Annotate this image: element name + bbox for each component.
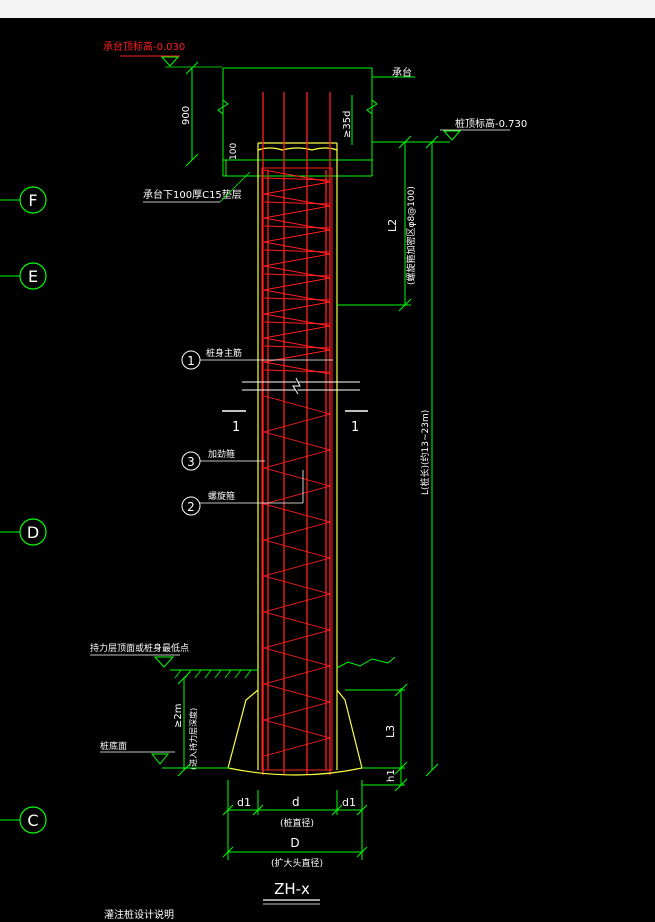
d1-right: d1	[342, 796, 356, 809]
hoop-line	[263, 177, 331, 181]
callout-3: 3	[187, 455, 195, 469]
spiral-segment	[263, 169, 331, 375]
cap-top-elevation: 承台顶标高-0.030	[103, 40, 222, 68]
hoop-line	[263, 225, 331, 229]
grid-axis-f: F	[0, 186, 47, 214]
pile-cap	[217, 67, 415, 177]
hoop-line	[263, 321, 331, 325]
l3-label: L3	[384, 725, 397, 738]
cap-top-elev-text: 承台顶标高-0.030	[103, 40, 185, 53]
pile-shaft	[257, 142, 338, 770]
cap-depth-dimension	[185, 61, 227, 176]
pile-length-dimension	[425, 135, 439, 777]
pile-bottom: 桩底面	[100, 740, 230, 769]
embed-note: (进入持力层深度)	[188, 708, 198, 770]
pile-dia-note: (桩直径)	[280, 817, 314, 829]
l2-label: L2	[386, 219, 399, 232]
hoop-line	[263, 297, 331, 301]
dim-100: 100	[229, 143, 239, 160]
cap-label: 承台	[392, 66, 412, 79]
pile-top-elevation: 桩顶标高-0.730	[372, 117, 527, 143]
pile-bell	[227, 689, 363, 776]
cap-bedding-leader: 承台下100厚C15垫层	[143, 171, 251, 203]
pile-bottom-text: 桩底面	[100, 740, 127, 752]
l3-h1-dimension	[345, 683, 408, 792]
callout-spiral: 2 螺旋箍	[181, 470, 304, 516]
pile-top-elev-text: 桩顶标高-0.730	[455, 117, 527, 130]
width-dimensions	[222, 780, 368, 860]
footer-note: 灌注桩设计说明	[104, 908, 174, 921]
cap-bedding-text: 承台下100厚C15垫层	[143, 188, 242, 201]
callout-1: 1	[187, 354, 195, 368]
main-rebars	[262, 92, 331, 775]
callout-stiffener: 3 加劲箍	[181, 448, 265, 471]
break-line	[242, 377, 360, 395]
grid-axis-e: E	[0, 262, 47, 290]
d-label: d	[292, 795, 300, 809]
section-mark-left: 1	[232, 420, 240, 435]
axis-label-f: F	[28, 191, 37, 210]
grid-axis-d: D	[0, 518, 47, 546]
hoop-line	[263, 273, 331, 277]
hoop-line	[263, 249, 331, 253]
callout-main-bar: 1 桩身主筋	[181, 347, 333, 370]
callout-2: 2	[187, 500, 195, 514]
hoop-line	[263, 201, 331, 205]
h1-label: h1	[386, 769, 397, 782]
pile-detail-drawing: F E D C 承台顶标高-0.030 承台 9	[0, 40, 527, 921]
axis-label-e: E	[28, 267, 38, 286]
bearing-layer-text: 持力层顶面或桩身最低点	[90, 642, 189, 654]
title-text: ZH-x	[274, 880, 310, 898]
section-cut-left: 1	[222, 410, 246, 435]
spiral-segment	[262, 395, 332, 757]
stiffener-hoops	[261, 167, 333, 771]
pile-length-label: L(桩长)(约13~23m)	[419, 410, 431, 495]
spiral-hoop	[262, 169, 332, 757]
main-bar-label: 桩身主筋	[206, 347, 242, 359]
d1-left: d1	[237, 796, 251, 809]
l2-note: (螺旋箍加密区φ8@100)	[405, 186, 417, 285]
bell-dia-note: (扩大头直径)	[271, 857, 323, 869]
axis-label-d: D	[27, 523, 39, 542]
l2-dimension	[337, 135, 412, 312]
hoop-line	[263, 345, 331, 349]
grid-axis-c: C	[0, 806, 47, 834]
embed-depth: ≥2m	[173, 704, 184, 728]
D-label: D	[290, 836, 299, 850]
section-mark-right: 1	[351, 420, 359, 435]
bearing-layer: 持力层顶面或桩身最低点	[90, 642, 396, 679]
dim-900: 900	[181, 106, 192, 125]
window-top-strip	[0, 0, 655, 18]
embed-dimension	[177, 671, 191, 777]
section-cut-right: 1	[345, 410, 368, 435]
axis-label-c: C	[27, 811, 38, 830]
hoop-line	[263, 369, 331, 373]
anchor-length: ≥35d	[342, 111, 353, 138]
spiral-label: 螺旋箍	[208, 490, 235, 502]
stiffener-label: 加劲箍	[208, 448, 235, 460]
drawing-title: ZH-x	[263, 880, 320, 905]
